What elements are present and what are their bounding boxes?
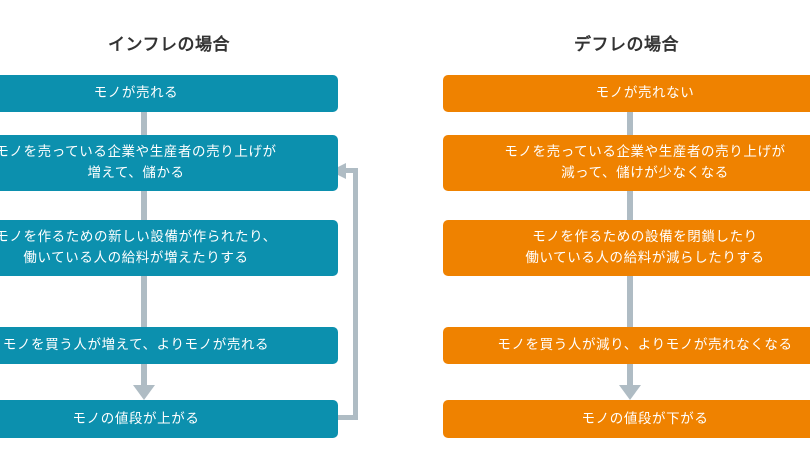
flow-box-deflation-3: モノを作るための設備を閉鎖したり 働いている人の給料が減らしたりする	[443, 220, 810, 276]
connector-deflation-4-5	[627, 362, 633, 386]
flow-box-text: モノの値段が下がる	[581, 410, 709, 427]
flow-box-text-line1: モノを作るための新しい設備が作られたり、	[0, 229, 277, 246]
flow-box-text: モノを買う人が減り、よりモノが売れなくなる	[497, 337, 793, 354]
connector-inflation-2-3	[141, 189, 147, 222]
connector-deflation-1-2	[627, 110, 633, 138]
column-title-inflation: インフレの場合	[108, 35, 230, 55]
connector-deflation-3-4	[627, 274, 633, 329]
feedback-loop-vertical-segment	[353, 168, 358, 420]
flow-box-inflation-1: モノが売れる	[0, 75, 338, 112]
column-title-deflation: デフレの場合	[574, 35, 679, 55]
connector-inflation-1-2	[141, 110, 147, 138]
flow-box-text-line1: モノを作るための設備を閉鎖したり	[532, 229, 758, 246]
flow-box-text-line2: 働いている人の給料が減らしたりする	[525, 250, 765, 266]
flow-box-text-line1: モノを売っている企業や生産者の売り上げが	[0, 144, 277, 161]
arrow-down-icon-deflation	[619, 385, 641, 400]
flow-box-inflation-2: モノを売っている企業や生産者の売り上げが 増えて、儲かる	[0, 135, 338, 191]
flow-box-deflation-2: モノを売っている企業や生産者の売り上げが 減って、儲けが少なくなる	[443, 135, 810, 191]
flow-box-deflation-5: モノの値段が下がる	[443, 400, 810, 438]
flow-box-text-line1: モノを売っている企業や生産者の売り上げが	[504, 144, 786, 161]
flow-box-text: モノの値段が上がる	[72, 410, 200, 427]
connector-deflation-2-3	[627, 189, 633, 222]
flow-box-text: モノが売れる	[93, 85, 179, 102]
feedback-loop-bottom-segment	[330, 415, 358, 420]
arrow-down-icon-inflation	[133, 385, 155, 400]
feedback-loop-top-segment	[345, 168, 358, 173]
flow-box-inflation-4: モノを買う人が増えて、よりモノが売れる	[0, 327, 338, 364]
flow-box-deflation-1: モノが売れない	[443, 75, 810, 112]
flow-box-inflation-3: モノを作るための新しい設備が作られたり、 働いている人の給料が増えたりする	[0, 220, 338, 276]
connector-inflation-3-4	[141, 274, 147, 329]
flow-box-text-line2: 増えて、儲かる	[87, 165, 185, 181]
flow-box-text: モノを買う人が増えて、よりモノが売れる	[2, 337, 270, 354]
flow-box-text-line2: 減って、儲けが少なくなる	[561, 165, 729, 181]
flow-box-text: モノが売れない	[595, 85, 695, 102]
connector-inflation-4-5	[141, 362, 147, 386]
flow-box-deflation-4: モノを買う人が減り、よりモノが売れなくなる	[443, 327, 810, 364]
flow-box-inflation-5: モノの値段が上がる	[0, 400, 338, 438]
flow-box-text-line2: 働いている人の給料が増えたりする	[23, 250, 249, 266]
